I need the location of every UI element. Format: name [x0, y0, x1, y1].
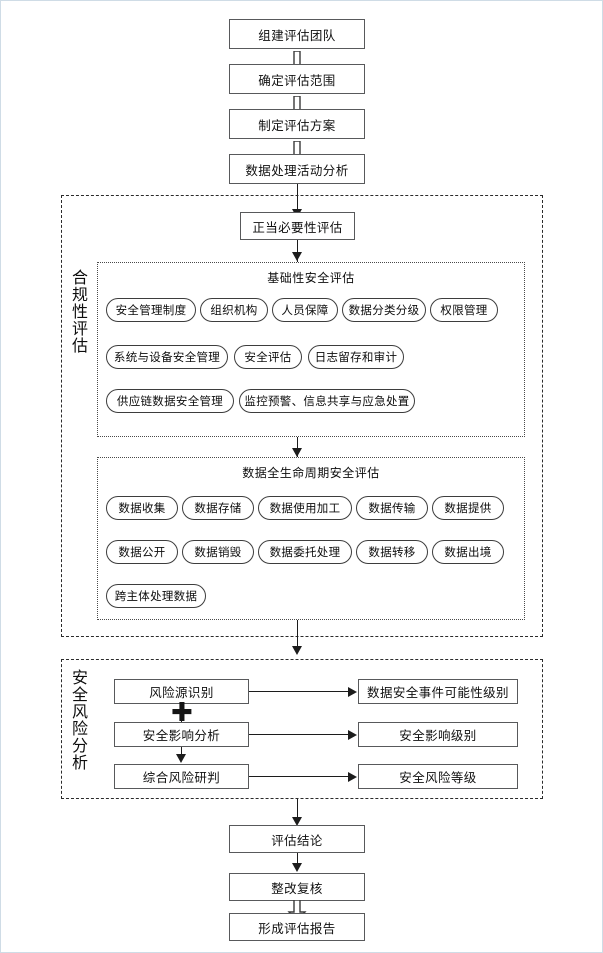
- node-assemble-team[interactable]: 组建评估团队: [229, 19, 365, 49]
- pill-log-retention-audit[interactable]: 日志留存和审计: [308, 345, 404, 369]
- arrowhead-risk-row-3: [348, 771, 357, 782]
- pill-monitoring-sharing-emergency[interactable]: 监控预警、信息共享与应急处置: [239, 389, 415, 413]
- connector-risk-2-to-3: [181, 747, 182, 756]
- risk-section-frame: [61, 659, 543, 799]
- connector-risk-row-1: [249, 691, 349, 692]
- pill-data-classification[interactable]: 数据分类分级: [342, 298, 426, 322]
- node-risk-source-identification[interactable]: 风险源识别: [114, 679, 249, 704]
- node-security-impact-level[interactable]: 安全影响级别: [358, 722, 518, 747]
- arrowhead-risk-row-1: [348, 686, 357, 697]
- pill-data-disclosure[interactable]: 数据公开: [106, 540, 178, 564]
- pill-data-storage[interactable]: 数据存储: [182, 496, 254, 520]
- pill-personnel-guarantee[interactable]: 人员保障: [272, 298, 338, 322]
- pill-data-destruction[interactable]: 数据销毁: [182, 540, 254, 564]
- arrowhead-necessity-to-basic: [291, 252, 302, 261]
- node-necessity-assessment[interactable]: 正当必要性评估: [240, 212, 355, 240]
- arrowhead-compliance-to-risk: [291, 646, 302, 655]
- node-comprehensive-risk-judgment[interactable]: 综合风险研判: [114, 764, 249, 789]
- connector-necessity-to-basic: [297, 240, 298, 262]
- node-assessment-conclusion[interactable]: 评估结论: [229, 825, 365, 853]
- pill-cross-entity-processing[interactable]: 跨主体处理数据: [106, 584, 206, 608]
- pill-data-transmission[interactable]: 数据传输: [356, 496, 428, 520]
- pill-data-transfer[interactable]: 数据转移: [356, 540, 428, 564]
- connector-risk-1-to-2: [181, 704, 182, 722]
- pill-data-cross-border[interactable]: 数据出境: [432, 540, 504, 564]
- basic-security-panel: [97, 262, 525, 437]
- node-assessment-plan[interactable]: 制定评估方案: [229, 109, 365, 139]
- arrowhead-risk-row-2: [348, 729, 357, 740]
- compliance-section-frame: [61, 195, 543, 637]
- arrowhead-risk-2-to-3: [175, 754, 186, 763]
- node-rectification-review[interactable]: 整改复核: [229, 873, 365, 901]
- risk-section-label: 安全风险分析: [69, 669, 88, 771]
- arrowhead-basic-to-lifecycle: [291, 448, 302, 457]
- connector-to-compliance: [297, 184, 298, 211]
- pill-organization[interactable]: 组织机构: [200, 298, 268, 322]
- connector-compliance-to-risk: [297, 620, 298, 650]
- pill-security-assessment[interactable]: 安全评估: [234, 345, 302, 369]
- arrowhead-conclusion-to-rectification: [291, 863, 302, 872]
- node-assessment-report[interactable]: 形成评估报告: [229, 913, 365, 941]
- basic-security-panel-title: 基础性安全评估: [267, 271, 355, 285]
- lifecycle-panel: [97, 457, 525, 620]
- lifecycle-panel-title: 数据全生命周期安全评估: [242, 466, 380, 480]
- connector-basic-to-lifecycle: [297, 437, 298, 457]
- node-security-risk-level[interactable]: 安全风险等级: [358, 764, 518, 789]
- pill-data-entrusted-processing[interactable]: 数据委托处理: [258, 540, 352, 564]
- pill-data-use-processing[interactable]: 数据使用加工: [258, 496, 352, 520]
- pill-data-collection[interactable]: 数据收集: [106, 496, 178, 520]
- connector-conclusion-to-rectification: [297, 853, 298, 867]
- node-security-impact-analysis[interactable]: 安全影响分析: [114, 722, 249, 747]
- connector-risk-row-2: [249, 734, 349, 735]
- pill-data-provision[interactable]: 数据提供: [432, 496, 504, 520]
- compliance-section-label: 合规性评估: [69, 269, 88, 354]
- node-processing-activity-analysis[interactable]: 数据处理活动分析: [229, 154, 365, 184]
- pill-system-device-security[interactable]: 系统与设备安全管理: [106, 345, 228, 369]
- pill-supply-chain-security[interactable]: 供应链数据安全管理: [106, 389, 234, 413]
- connector-risk-row-3: [249, 776, 349, 777]
- node-incident-likelihood-level[interactable]: 数据安全事件可能性级别: [358, 679, 518, 704]
- pill-permission-management[interactable]: 权限管理: [430, 298, 498, 322]
- plus-junction-icon: ✚: [171, 698, 193, 728]
- arrowhead-risk-to-conclusion: [291, 817, 302, 826]
- connector-risk-to-conclusion: [297, 799, 298, 821]
- node-define-scope[interactable]: 确定评估范围: [229, 64, 365, 94]
- pill-security-management-system[interactable]: 安全管理制度: [106, 298, 196, 322]
